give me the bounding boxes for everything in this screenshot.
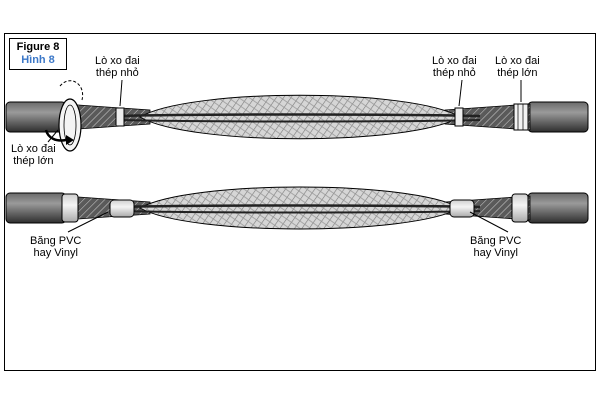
bottom-assembly bbox=[5, 186, 589, 230]
tape-right-outer bbox=[511, 193, 529, 223]
mesh-grip-top bbox=[139, 94, 461, 140]
cable-left-bottom bbox=[5, 192, 67, 224]
figure-number-en: Figure 8 bbox=[16, 41, 60, 53]
curved-arrow-icon bbox=[59, 80, 84, 101]
label-small-spring-left: Lò xo đai thép nhỏ bbox=[95, 55, 140, 79]
tape-left-inner bbox=[109, 199, 135, 218]
large-spring-left-coil bbox=[58, 98, 82, 152]
tape-right-inner bbox=[449, 199, 475, 218]
label-tape-right: Băng PVC hay Vinyl bbox=[470, 235, 522, 259]
large-spring-right-top bbox=[513, 103, 529, 131]
small-spring-right-top bbox=[454, 107, 464, 127]
label-large-spring-left: Lò xo đai thép lớn bbox=[11, 143, 56, 167]
small-spring-left-top bbox=[115, 107, 125, 127]
tape-left-outer bbox=[61, 193, 79, 223]
leader-lines bbox=[47, 79, 522, 233]
mesh-grip-bottom bbox=[138, 186, 462, 230]
top-assembly bbox=[5, 80, 589, 152]
label-small-spring-right: Lò xo đai thép nhỏ bbox=[432, 55, 477, 79]
cable-right-top bbox=[527, 101, 589, 133]
label-tape-left: Băng PVC hay Vinyl bbox=[30, 235, 82, 259]
cable-right-bottom bbox=[527, 192, 589, 224]
label-large-spring-right: Lò xo đai thép lớn bbox=[495, 55, 540, 79]
figure-label-box: Figure 8 Hình 8 bbox=[9, 38, 67, 70]
figure-number-vi: Hình 8 bbox=[21, 54, 55, 66]
cable-left-top bbox=[5, 101, 67, 133]
